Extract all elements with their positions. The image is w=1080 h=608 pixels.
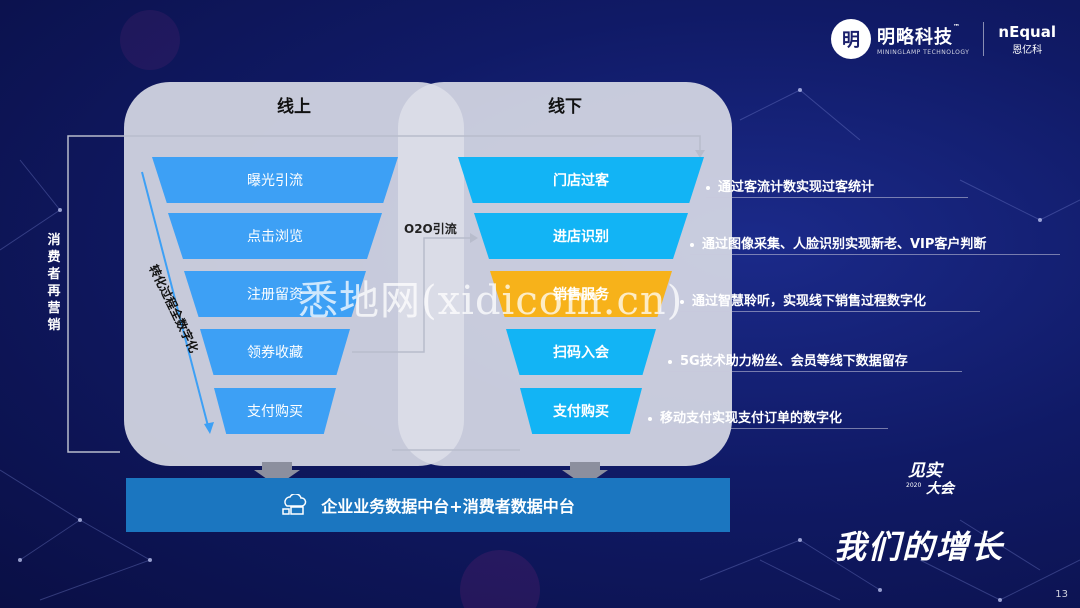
platform-label: 企业业务数据中台+消费者数据中台 <box>321 497 575 516</box>
desc-5: 移动支付实现支付订单的数字化 <box>648 407 842 426</box>
brand-name: 明略科技™ MININGLAMP TECHNOLOGY <box>877 23 969 56</box>
desc-underline <box>706 197 968 198</box>
bullet-icon <box>690 242 694 247</box>
nequal-logo: nEqual 恩亿科 <box>998 23 1056 56</box>
offline-step-1: 门店过客 <box>458 157 704 203</box>
desc-underline <box>680 311 980 312</box>
online-step-5: 支付购买 <box>214 388 336 434</box>
desc-text: 通过智慧聆听，实现线下销售过程数字化 <box>692 294 927 309</box>
brand-tm: ™ <box>953 22 962 31</box>
down-arrow-left-icon <box>254 462 300 486</box>
event-logo: 见实 2020 大会 <box>896 454 966 512</box>
brand-name-cn: 明略科技 <box>877 26 954 48</box>
desc-underline <box>668 371 962 372</box>
nequal-name-cn: 恩亿科 <box>1012 44 1043 56</box>
brand-divider <box>983 22 985 56</box>
remarketing-loop-line <box>67 135 701 453</box>
event-year: 2020 <box>906 482 922 489</box>
remarketing-label: 消费者再营销 <box>47 233 61 333</box>
o2o-flow-line <box>352 237 470 353</box>
online-step-2: 点击浏览 <box>168 213 382 259</box>
online-step-1: 曝光引流 <box>152 157 398 203</box>
desc-text: 通过图像采集、人脸识别实现新老、VIP客户判断 <box>702 237 987 252</box>
brand-subtitle: MININGLAMP TECHNOLOGY <box>877 48 970 56</box>
desc-1: 通过客流计数实现过客统计 <box>706 176 874 195</box>
page-number: 13 <box>1055 589 1068 600</box>
desc-underline <box>648 428 888 429</box>
conversion-arrow-line <box>141 171 209 427</box>
offline-step-5: 支付购买 <box>520 388 642 434</box>
bullet-icon <box>680 299 684 304</box>
online-step-3: 注册留资 <box>184 271 366 317</box>
slogan-text: 我们的增长 <box>834 528 1005 566</box>
desc-2: 通过图像采集、人脸识别实现新老、VIP客户判断 <box>690 233 986 252</box>
desc-text: 5G技术助力粉丝、会员等线下数据留存 <box>680 354 908 369</box>
remarketing-arrow-icon <box>695 150 705 158</box>
minglamp-logo-icon: 明 <box>831 19 872 59</box>
desc-4: 5G技术助力粉丝、会员等线下数据留存 <box>668 350 908 369</box>
event-name-2: 大会 <box>926 481 954 497</box>
bullet-icon <box>706 185 710 190</box>
bullet-icon <box>668 359 672 364</box>
offline-title: 线下 <box>548 97 582 117</box>
desc-text: 通过客流计数实现过客统计 <box>718 180 875 195</box>
desc-underline <box>690 254 1060 255</box>
o2o-arrow-icon <box>470 233 478 243</box>
watermark-text: 悉地网(xidicom.cn) <box>298 278 684 324</box>
brand-header: 明 明略科技™ MININGLAMP TECHNOLOGY nEqual 恩亿科 <box>831 14 1056 64</box>
desc-3: 通过智慧聆听，实现线下销售过程数字化 <box>680 290 926 309</box>
offline-step-2: 进店识别 <box>474 213 688 259</box>
down-arrow-right-icon <box>562 462 608 486</box>
cloud-computer-icon <box>282 494 307 515</box>
offline-step-4: 扫码入会 <box>506 329 656 375</box>
conversion-arrowhead-icon <box>204 422 214 434</box>
nequal-name: nEqual <box>998 22 1056 41</box>
offline-step-3: 销售服务 <box>490 271 672 317</box>
o2o-label: O2O引流 <box>404 222 457 236</box>
data-platform-bar: 企业业务数据中台+消费者数据中台 <box>126 478 730 532</box>
online-title: 线上 <box>277 97 311 117</box>
event-name-1: 见实 <box>908 461 942 481</box>
bullet-icon <box>648 416 652 421</box>
online-step-4: 领券收藏 <box>200 329 350 375</box>
desc-text: 移动支付实现支付订单的数字化 <box>660 411 843 426</box>
